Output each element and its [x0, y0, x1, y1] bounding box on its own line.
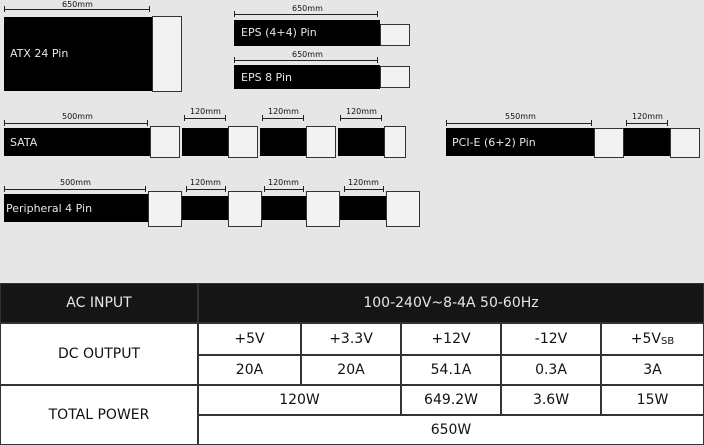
pcie-dimension-line [446, 120, 592, 126]
atx-length-label: 650mm [62, 0, 93, 9]
rail-5vsb-main: +5V [630, 331, 661, 347]
rail-5vsb-suffix: SB [661, 335, 675, 347]
peripheral-segment-3-cable [340, 196, 386, 220]
peripheral-connector-4 [386, 191, 420, 227]
eps-8-pin-label: EPS 8 Pin [241, 71, 292, 84]
pcie-segment-cable [624, 128, 670, 156]
pcie-segment-label: 120mm [632, 112, 663, 121]
peripheral-connector-2 [228, 191, 262, 227]
current-neg-12v: 0.3A [501, 355, 601, 385]
ac-input-label: AC INPUT [0, 283, 198, 323]
sata-label: SATA [10, 136, 38, 149]
sata-segment-3-line [340, 115, 382, 121]
sata-connector-1 [150, 126, 180, 158]
peripheral-segment-1-cable [182, 196, 228, 220]
sata-segment-1-line [184, 115, 226, 121]
power-spec-table: AC INPUT 100-240V~8-4A 50-60Hz DC OUTPUT… [0, 283, 704, 445]
peripheral-4-pin-label: Peripheral 4 Pin [6, 202, 93, 215]
dc-output-label: DC OUTPUT [0, 323, 198, 385]
sata-segment-3-cable [338, 128, 384, 156]
rail-5v: +5V [198, 323, 301, 355]
sata-segment-2-line [262, 115, 304, 121]
current-12v: 54.1A [401, 355, 501, 385]
sata-segment-1-label: 120mm [190, 107, 221, 116]
sata-dimension-line [4, 120, 148, 126]
sata-connector-2 [228, 126, 258, 158]
sata-connector-3 [306, 126, 336, 158]
peripheral-segment-1-line [186, 186, 226, 192]
sata-segment-1-cable [182, 128, 228, 156]
current-5v: 20A [198, 355, 301, 385]
peripheral-segment-3-label: 120mm [348, 178, 379, 187]
pcie-cable [446, 128, 594, 156]
power-5vsb: 15W [601, 385, 704, 415]
atx-24-pin-connector [152, 16, 182, 92]
eps44-dimension-line [234, 11, 378, 17]
eps-4-4-pin-cable [234, 20, 380, 46]
sata-segment-3-label: 120mm [346, 107, 377, 116]
sata-connector-4 [384, 126, 406, 158]
peripheral-length-label: 500mm [60, 178, 91, 187]
power-5v-3-3v-combined: 120W [198, 385, 401, 415]
eps8-dimension-line [234, 57, 378, 63]
eps44-length-label: 650mm [292, 4, 323, 13]
peripheral-4-pin-cable [4, 194, 148, 222]
sata-segment-2-cable [260, 128, 306, 156]
eps-8-pin-connector [380, 66, 410, 88]
peripheral-segment-1-label: 120mm [190, 178, 221, 187]
peripheral-connector-3 [306, 191, 340, 227]
power-12v: 649.2W [401, 385, 501, 415]
eps-4-4-pin-label: EPS (4+4) Pin [241, 26, 317, 39]
eps-4-4-pin-connector [380, 24, 410, 46]
total-power-value: 650W [198, 415, 704, 445]
peripheral-connector-1 [148, 191, 182, 227]
total-power-label: TOTAL POWER [0, 385, 198, 445]
pcie-segment-line [626, 120, 668, 126]
ac-input-value: 100-240V~8-4A 50-60Hz [198, 283, 704, 323]
power-neg-12v: 3.6W [501, 385, 601, 415]
current-3-3v: 20A [301, 355, 401, 385]
rail-12v: +12V [401, 323, 501, 355]
rail-neg-12v: -12V [501, 323, 601, 355]
pcie-length-label: 550mm [505, 112, 536, 121]
peripheral-segment-2-cable [262, 196, 308, 220]
sata-segment-2-label: 120mm [268, 107, 299, 116]
pcie-connector-2 [670, 128, 700, 158]
eps-8-pin-cable [234, 65, 380, 89]
atx-24-pin-label: ATX 24 Pin [10, 47, 69, 60]
peripheral-segment-2-line [264, 186, 304, 192]
cable-diagram: 650mm ATX 24 Pin 650mm EPS (4+4) Pin 650… [4, 0, 700, 227]
eps8-length-label: 650mm [292, 50, 323, 59]
sata-length-label: 500mm [62, 112, 93, 121]
atx-24-pin-cable [4, 17, 152, 91]
peripheral-segment-3-line [344, 186, 384, 192]
pcie-connector-1 [594, 128, 624, 158]
peripheral-dimension-line [4, 186, 146, 192]
atx-dimension-line [4, 6, 150, 12]
pcie-label: PCI-E (6+2) Pin [452, 136, 536, 149]
current-5vsb: 3A [601, 355, 704, 385]
peripheral-segment-2-label: 120mm [268, 178, 299, 187]
sata-cable [4, 128, 150, 156]
rail-3-3v: +3.3V [301, 323, 401, 355]
